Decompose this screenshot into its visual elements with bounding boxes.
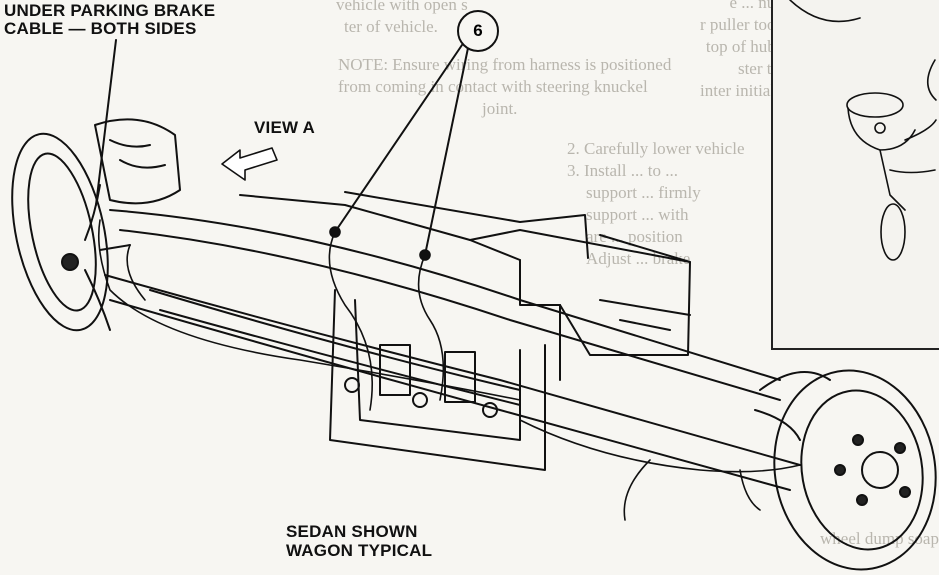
inset-detail-box (771, 0, 939, 350)
background-text-line: e ... nut (729, 0, 780, 12)
background-text-line: joint. (482, 99, 518, 118)
background-text-line: vehicle with open s (336, 0, 468, 14)
background-text-line: from coming in contact with steering knu… (338, 77, 648, 96)
inset-knuckle-drawing (789, 0, 937, 261)
callout-label: UNDER PARKING BRAKE CABLE — BOTH SIDES (4, 2, 215, 38)
background-text-bottom-right: wheel dump soap (820, 529, 939, 548)
background-text-line: ter of vehicle. (344, 17, 438, 36)
background-text-line: 3. Install ... to ... (567, 161, 678, 180)
background-text-line: NOTE: Ensure wiring from harness is posi… (338, 55, 672, 74)
callout-label-line2: CABLE — BOTH SIDES (4, 19, 197, 38)
background-text-line: are ... position (586, 227, 683, 246)
mounting-bracket (329, 289, 546, 471)
brake-lines (97, 219, 801, 521)
rear-axle-beam (99, 209, 801, 491)
background-text-line: top of hub. (705, 37, 780, 56)
background-text-line: support ... firmly (586, 183, 701, 202)
view-label: VIEW A (254, 118, 316, 137)
background-text-line: support ... with (586, 205, 689, 224)
figure-caption: SEDAN SHOWN WAGON TYPICAL (286, 522, 432, 560)
callout-number-badge: 6 (457, 10, 499, 52)
background-text-line: 2. Carefully lower vehicle (567, 139, 745, 158)
caption-line1: SEDAN SHOWN (286, 522, 418, 541)
callout-label-line1: UNDER PARKING BRAKE (4, 1, 216, 20)
right-wheel-assembly (754, 369, 937, 571)
center-crossmember (239, 191, 691, 381)
caption-line2: WAGON TYPICAL (286, 541, 433, 560)
background-text-line: ster to (737, 59, 780, 78)
left-wheel-assembly (11, 118, 181, 332)
view-arrow (221, 147, 278, 181)
